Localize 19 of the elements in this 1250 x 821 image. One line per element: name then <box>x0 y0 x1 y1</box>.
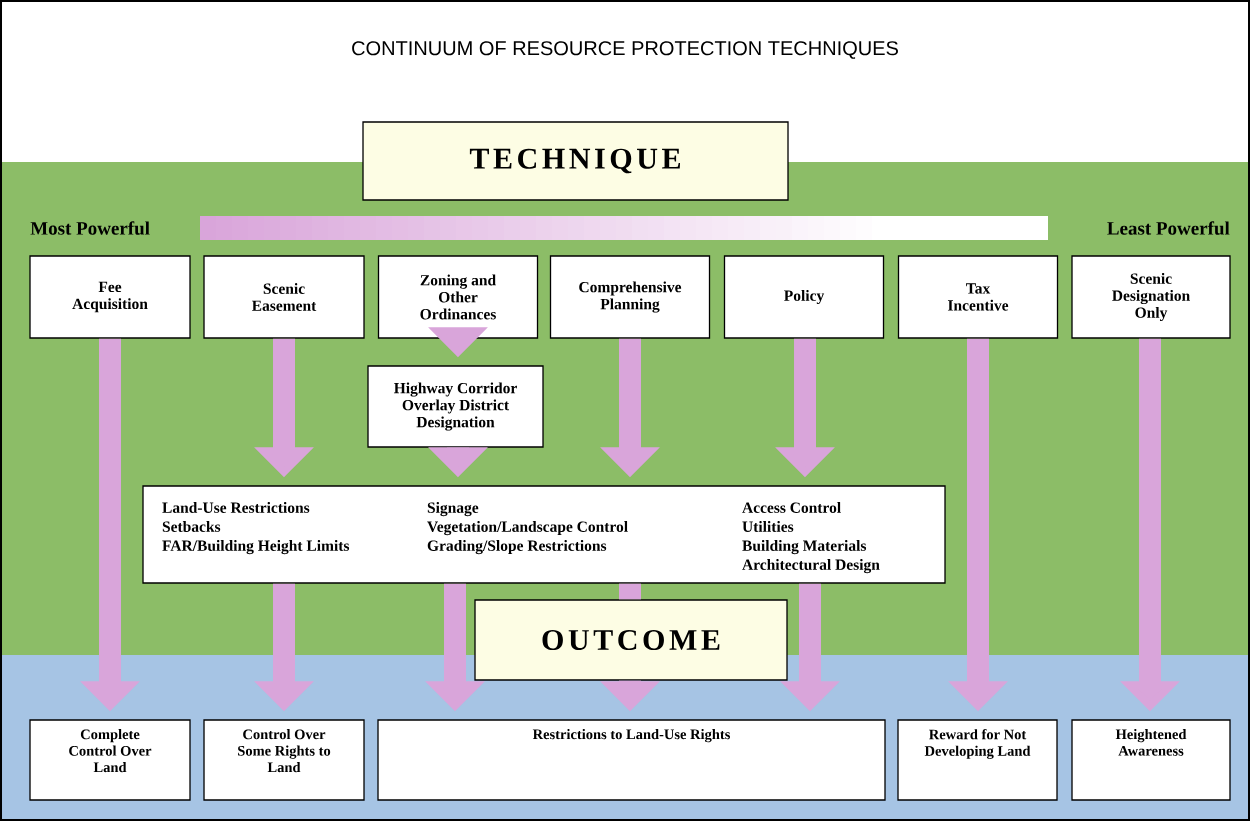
heading-box: OUTCOME <box>474 599 788 681</box>
measures-box: Land-Use Restrictions Setbacks FAR/Building Height Limits Signage Vegetation/Landscape Control Grading/Slope Restrictions Access Control Utilities Building Materials Architectural Design <box>142 485 946 584</box>
technique-box: Comprehensive Planning <box>549 255 711 339</box>
heading-box: TECHNIQUE <box>362 121 789 201</box>
technique-box: Policy <box>723 255 885 339</box>
outcome-box: Reward for Not Developing Land <box>897 719 1058 801</box>
technique-box: Tax Incentive <box>897 255 1059 339</box>
scale-label: Most Powerful <box>30 221 150 235</box>
technique-box: Scenic Easement <box>203 255 365 339</box>
scale-label: Least Powerful <box>1107 221 1230 235</box>
technique-box: Highway Corridor Overlay District Designation <box>367 365 544 448</box>
outcome-box: Restrictions to Land-Use Rights <box>377 719 886 801</box>
technique-box: Zoning and Other Ordinances <box>377 255 539 339</box>
outcome-box: Heightened Awareness <box>1071 719 1231 801</box>
outcome-box: Complete Control Over Land <box>29 719 191 801</box>
outcome-box: Control Over Some Rights to Land <box>203 719 365 801</box>
technique-box: Scenic Designation Only <box>1071 255 1231 339</box>
title: CONTINUUM OF RESOURCE PROTECTION TECHNIQUES <box>352 41 898 59</box>
technique-box: Fee Acquisition <box>29 255 191 339</box>
